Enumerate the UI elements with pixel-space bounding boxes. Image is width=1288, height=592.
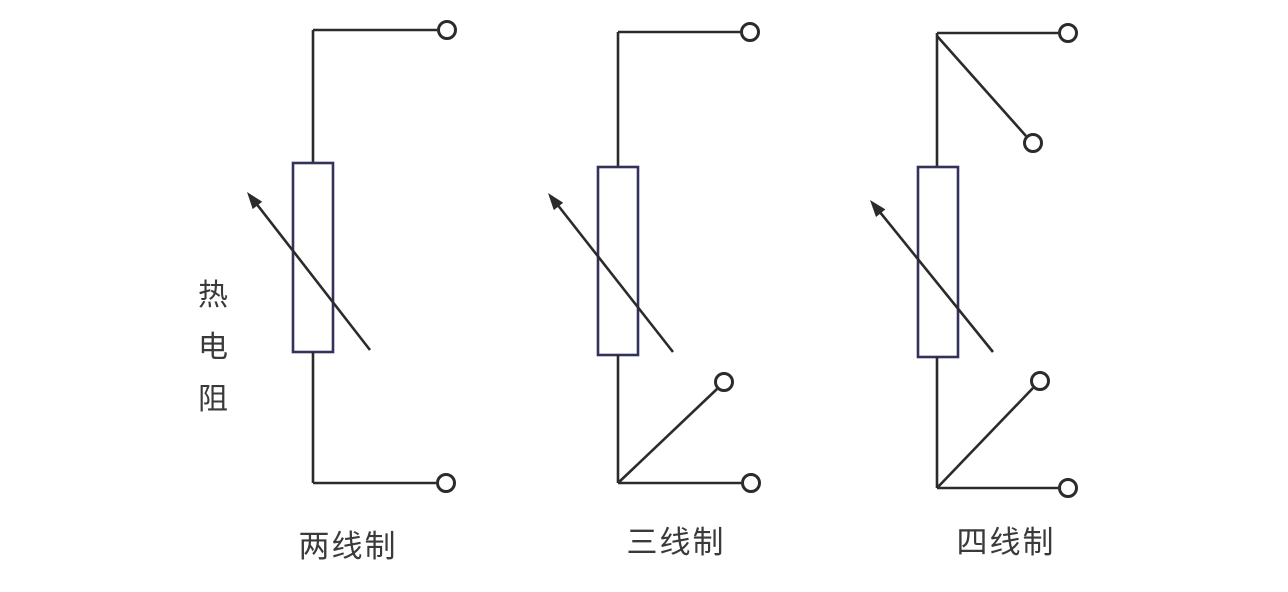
variable-resistor-arrow — [873, 205, 995, 353]
wire-diagonal — [936, 387, 1034, 489]
thermal-resistance-label: 热电阻 — [198, 279, 228, 416]
four-wire-caption: 四线制 — [956, 525, 1056, 560]
terminal-circle — [714, 372, 734, 392]
two-wire-caption: 两线制 — [298, 529, 398, 564]
arrowhead-icon — [247, 192, 263, 210]
terminal-circle — [741, 473, 761, 493]
two-wire-diagram — [247, 20, 457, 493]
terminal-circle — [1058, 23, 1078, 43]
variable-resistor-arrow — [250, 197, 372, 351]
terminal-circle — [436, 473, 456, 493]
arrowhead-icon — [870, 200, 886, 217]
three-wire-diagram — [548, 22, 761, 493]
three-wire-caption: 三线制 — [626, 525, 726, 560]
terminal-circle — [1030, 371, 1050, 391]
terminal-circle — [437, 20, 457, 40]
terminal-circle — [1023, 133, 1043, 153]
wire-diagonal — [936, 35, 1027, 137]
terminal-circle — [740, 22, 760, 42]
resistor-body — [596, 165, 640, 357]
four-wire-diagram — [870, 23, 1078, 498]
wire-diagonal — [617, 388, 718, 484]
arrowhead-icon — [548, 193, 564, 211]
resistor-body — [916, 165, 960, 359]
terminal-circle — [1058, 478, 1078, 498]
variable-resistor-arrow — [551, 198, 675, 353]
